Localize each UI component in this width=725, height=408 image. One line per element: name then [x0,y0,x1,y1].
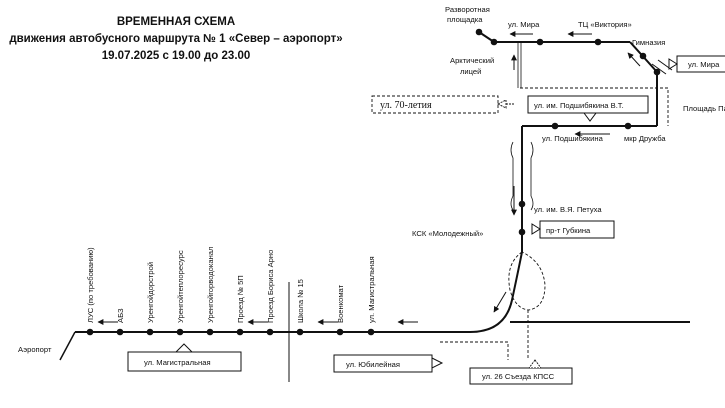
pointer-icon [174,343,194,353]
podshib-box-label: ул. им. Подшибякина В.Т. [534,101,624,110]
mira-top-label: ул. Мира [508,20,540,29]
stop-petukha [518,200,526,208]
scheme-title: ВРЕМЕННАЯ СХЕМА движения автобусного мар… [0,14,352,65]
arrow-diagonal-icon [627,52,641,67]
bottom-stop-label: Проезд Бориса Арно [266,250,275,323]
stop-urengoydorstroy [146,328,154,336]
bottom-stop-label: ул. Магистральная [367,256,376,323]
arrow-diagonal-icon [493,291,507,313]
pointer-icon [496,99,507,109]
top-direction-arrows [509,31,673,216]
bottom-stop-label: Уренгойгорводоканал [206,247,215,323]
stop-viktoria [594,38,602,46]
bottom-stop-label: Уренгойтеплоресурс [176,250,185,323]
bottom-stop-label: ЛУС (по требованию) [86,247,95,323]
stop-razvorot [475,28,483,36]
stop-druzhba [624,122,632,130]
curve-to-vertical [469,251,523,333]
razvorot-label-1: Разворотная [445,5,490,14]
stop-lus [86,328,94,336]
stop-urengoyteploresurs [176,328,184,336]
viktoria-label: ТЦ «Виктория» [578,20,632,29]
podshib-stop-label: ул. Подшибякина [542,134,604,143]
bottom-stop-label: АБЗ [116,308,125,323]
bracket-marks [510,141,534,211]
mira-box-label: ул. Мира [688,60,720,69]
detour-dashed-path [520,87,669,126]
kpss-box-label: ул. 26 Съезда КПСС [482,372,555,381]
pointer-icon [528,359,542,369]
street-boxes [127,55,725,385]
airport-lead-line [59,331,76,361]
stop-junction-mira [490,38,498,46]
druzhba-label: мкр Дружба [624,134,666,143]
bottom-stop-label: Уренгойдорстрой [146,262,155,323]
letiya-box [371,95,499,114]
arktich-label-2: лицей [460,67,481,76]
top-stops [475,28,661,236]
bottom-stop-label: Школа № 15 [296,279,305,323]
bottom-direction-arrows [97,291,507,325]
pointer-icon [531,223,541,235]
stop-ploshchad [653,68,661,76]
stop-podshibyakina [551,122,559,130]
stop-shkola-15 [296,328,304,336]
bottom-stops [86,328,375,336]
magistral-box-label: ул. Магистральная [144,358,211,367]
bottom-stop-label: Военкомат [336,284,345,323]
stop-urengoygorvodokanal [206,328,214,336]
stop-magistralnaya [367,328,375,336]
stop-proezd-arno [266,328,274,336]
kpss-dashed-path [440,341,509,360]
bottom-stop-label: Проезд № 5П [236,275,245,323]
ploshchad-label: Площадь Па [683,104,725,113]
gubkina-box-label: пр-т Губкина [546,226,591,235]
stop-proezd-5p [236,328,244,336]
stop-labels: Разворотная площадка ул. Мира ТЦ «Виктор… [18,5,725,354]
pointer-icon [583,112,597,122]
gimnazia-label: Гимназия [632,38,665,47]
bottom-stop-labels: ЛУС (по требованию) АБЗ Уренгойдорстрой … [86,247,376,323]
stop-voenkomat [336,328,344,336]
kpss-box [469,367,573,385]
pointer-icon [668,58,678,70]
bottom-route [59,251,690,382]
ksk-label: КСК «Молодежный» [412,229,483,238]
pointer-icon [431,357,444,369]
petukha-label: ул. им. В.Я. Петуха [534,205,602,214]
stop-gimnazia [639,52,647,60]
stop-abz [116,328,124,336]
title-line-3: 19.07.2025 с 19.00 до 23.00 [101,50,251,62]
airport-label: Аэропорт [18,345,52,354]
box-texts: ул. Мира ул. 70-летия ул. им. Подшибякин… [144,60,720,381]
title-line-2: движения автобусного маршрута № 1 «Север… [9,33,343,45]
yubil-box-label: ул. Юбилейная [346,360,400,369]
arktich-label-1: Арктический [450,56,494,65]
letiya-box-label: ул. 70-летия [380,100,432,111]
title-line-1: ВРЕМЕННАЯ СХЕМА [116,16,236,28]
razvorot-label-2: площадка [447,15,483,24]
box-pointers [174,58,678,369]
stop-mira [536,38,544,46]
stop-ksk [518,228,526,236]
ksk-dashed-loop [508,251,546,311]
